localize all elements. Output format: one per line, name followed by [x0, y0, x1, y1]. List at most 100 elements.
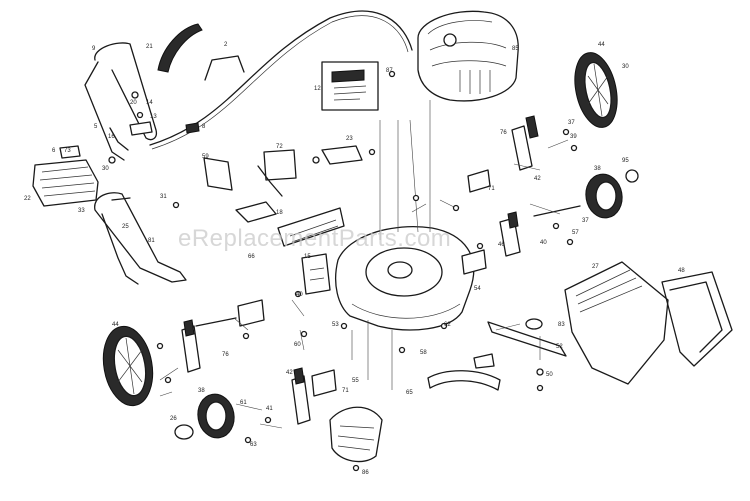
height-lever-rear-right — [525, 115, 539, 139]
axle-right — [533, 205, 581, 217]
callout-26: 44 — [598, 42, 605, 48]
callout-24: 87 — [386, 68, 393, 74]
callout-40: 48 — [678, 268, 685, 274]
callout-12: 6 — [52, 148, 56, 154]
callout-7: 8 — [202, 124, 206, 130]
callout-31: 42 — [534, 176, 541, 182]
callout-54: 61 — [240, 400, 247, 406]
drive-bolt — [368, 148, 376, 156]
deck-skirt — [351, 303, 461, 319]
callout-4: 20 — [130, 100, 137, 106]
bag-frame-inner — [669, 281, 723, 353]
callout-49: 76 — [222, 352, 229, 358]
callout-34: 95 — [622, 158, 629, 164]
handle-knob — [131, 91, 139, 99]
handle-bracket — [129, 121, 153, 136]
callout-19: 59 — [202, 154, 209, 160]
callout-46: 65 — [406, 390, 413, 396]
callout-33: 38 — [594, 166, 601, 172]
callout-11: 30 — [102, 166, 109, 172]
callout-55: 42 — [286, 370, 293, 376]
engine-shroud — [427, 20, 507, 67]
callout-9: 16 — [108, 134, 115, 140]
hub-cap-right — [625, 169, 639, 183]
bag-frame — [661, 271, 733, 367]
callout-3: 2 — [224, 42, 228, 48]
callout-28: 37 — [568, 120, 575, 126]
rear-baffle-ribs — [289, 219, 339, 243]
spring-washer — [312, 156, 320, 164]
rear-wheel-right-spokes — [587, 63, 609, 117]
callout-23: 12 — [314, 86, 321, 92]
wheel-bracket-right — [467, 169, 491, 193]
upper-handle — [94, 42, 158, 141]
callout-27: 30 — [622, 64, 629, 70]
wheel-bracket-left-front — [311, 369, 337, 397]
mulch-plug — [427, 370, 501, 391]
engine-block — [417, 10, 519, 102]
callout-38: 46 — [498, 242, 505, 248]
callout-52: 26 — [170, 416, 177, 422]
callout-61: 83 — [558, 322, 565, 328]
callout-44: 60 — [294, 342, 301, 348]
control-cable-inner — [151, 15, 409, 150]
callout-13: 73 — [64, 148, 71, 154]
handle-grip — [157, 23, 203, 73]
callout-50: 41 — [266, 406, 273, 412]
handle-bolt — [136, 111, 144, 119]
discharge-chute-ribs — [337, 425, 375, 451]
grass-bag — [564, 261, 669, 385]
lower-handle — [94, 192, 187, 283]
drive-cover-bolts — [309, 267, 325, 281]
front-wheel-left-hub — [205, 401, 227, 431]
speed-control-lever — [109, 127, 129, 151]
mulch-clip — [473, 353, 495, 369]
callout-57: 86 — [362, 470, 369, 476]
callout-48: 44 — [112, 322, 119, 328]
callout-32: 71 — [488, 186, 495, 192]
callout-45: 55 — [352, 378, 359, 384]
deck-center-hole — [387, 261, 413, 279]
callout-58: 58 — [420, 350, 427, 356]
callout-43: 53 — [332, 322, 339, 328]
lower-handle-inner — [101, 213, 139, 285]
callout-56: 71 — [342, 388, 349, 394]
rear-baffle — [277, 207, 345, 247]
callout-47: 40 — [540, 240, 547, 246]
callout-6: 13 — [150, 114, 157, 120]
belt-cover — [321, 145, 363, 165]
axle-left — [195, 317, 237, 327]
callout-20: 23 — [346, 136, 353, 142]
cable-clip — [185, 122, 200, 134]
discharge-chute — [329, 406, 383, 463]
callout-2: 21 — [146, 44, 153, 50]
height-adjuster-rear-right — [511, 125, 533, 171]
height-lever-front-left — [293, 367, 305, 385]
hub-cap-left — [174, 424, 194, 440]
idler-plate — [203, 157, 233, 191]
wheel-bracket-left — [237, 299, 265, 327]
callout-35: 37 — [582, 218, 589, 224]
warning-label-icon — [331, 69, 365, 83]
callout-60: 52 — [556, 344, 563, 350]
callout-17: 81 — [148, 238, 155, 244]
drive-rod-bracket — [235, 201, 277, 223]
callout-30: 39 — [570, 134, 577, 140]
callout-14: 33 — [78, 208, 85, 214]
wheel-bracket-right-front — [461, 249, 487, 275]
callout-10: 22 — [24, 196, 31, 202]
mower-blade — [487, 321, 567, 357]
warning-label-text — [333, 85, 367, 101]
control-cable — [149, 10, 413, 146]
callout-53: 63 — [250, 442, 257, 448]
callout-42: 54 — [474, 286, 481, 292]
callout-22: 66 — [248, 254, 255, 260]
speed-control-knob — [59, 145, 81, 159]
rear-wheel-left-spokes — [117, 337, 143, 395]
callout-16: 31 — [160, 194, 167, 200]
cable-bracket — [263, 149, 297, 181]
callout-36: 15 — [304, 254, 311, 260]
callout-51: 38 — [198, 388, 205, 394]
warning-label — [321, 61, 379, 111]
